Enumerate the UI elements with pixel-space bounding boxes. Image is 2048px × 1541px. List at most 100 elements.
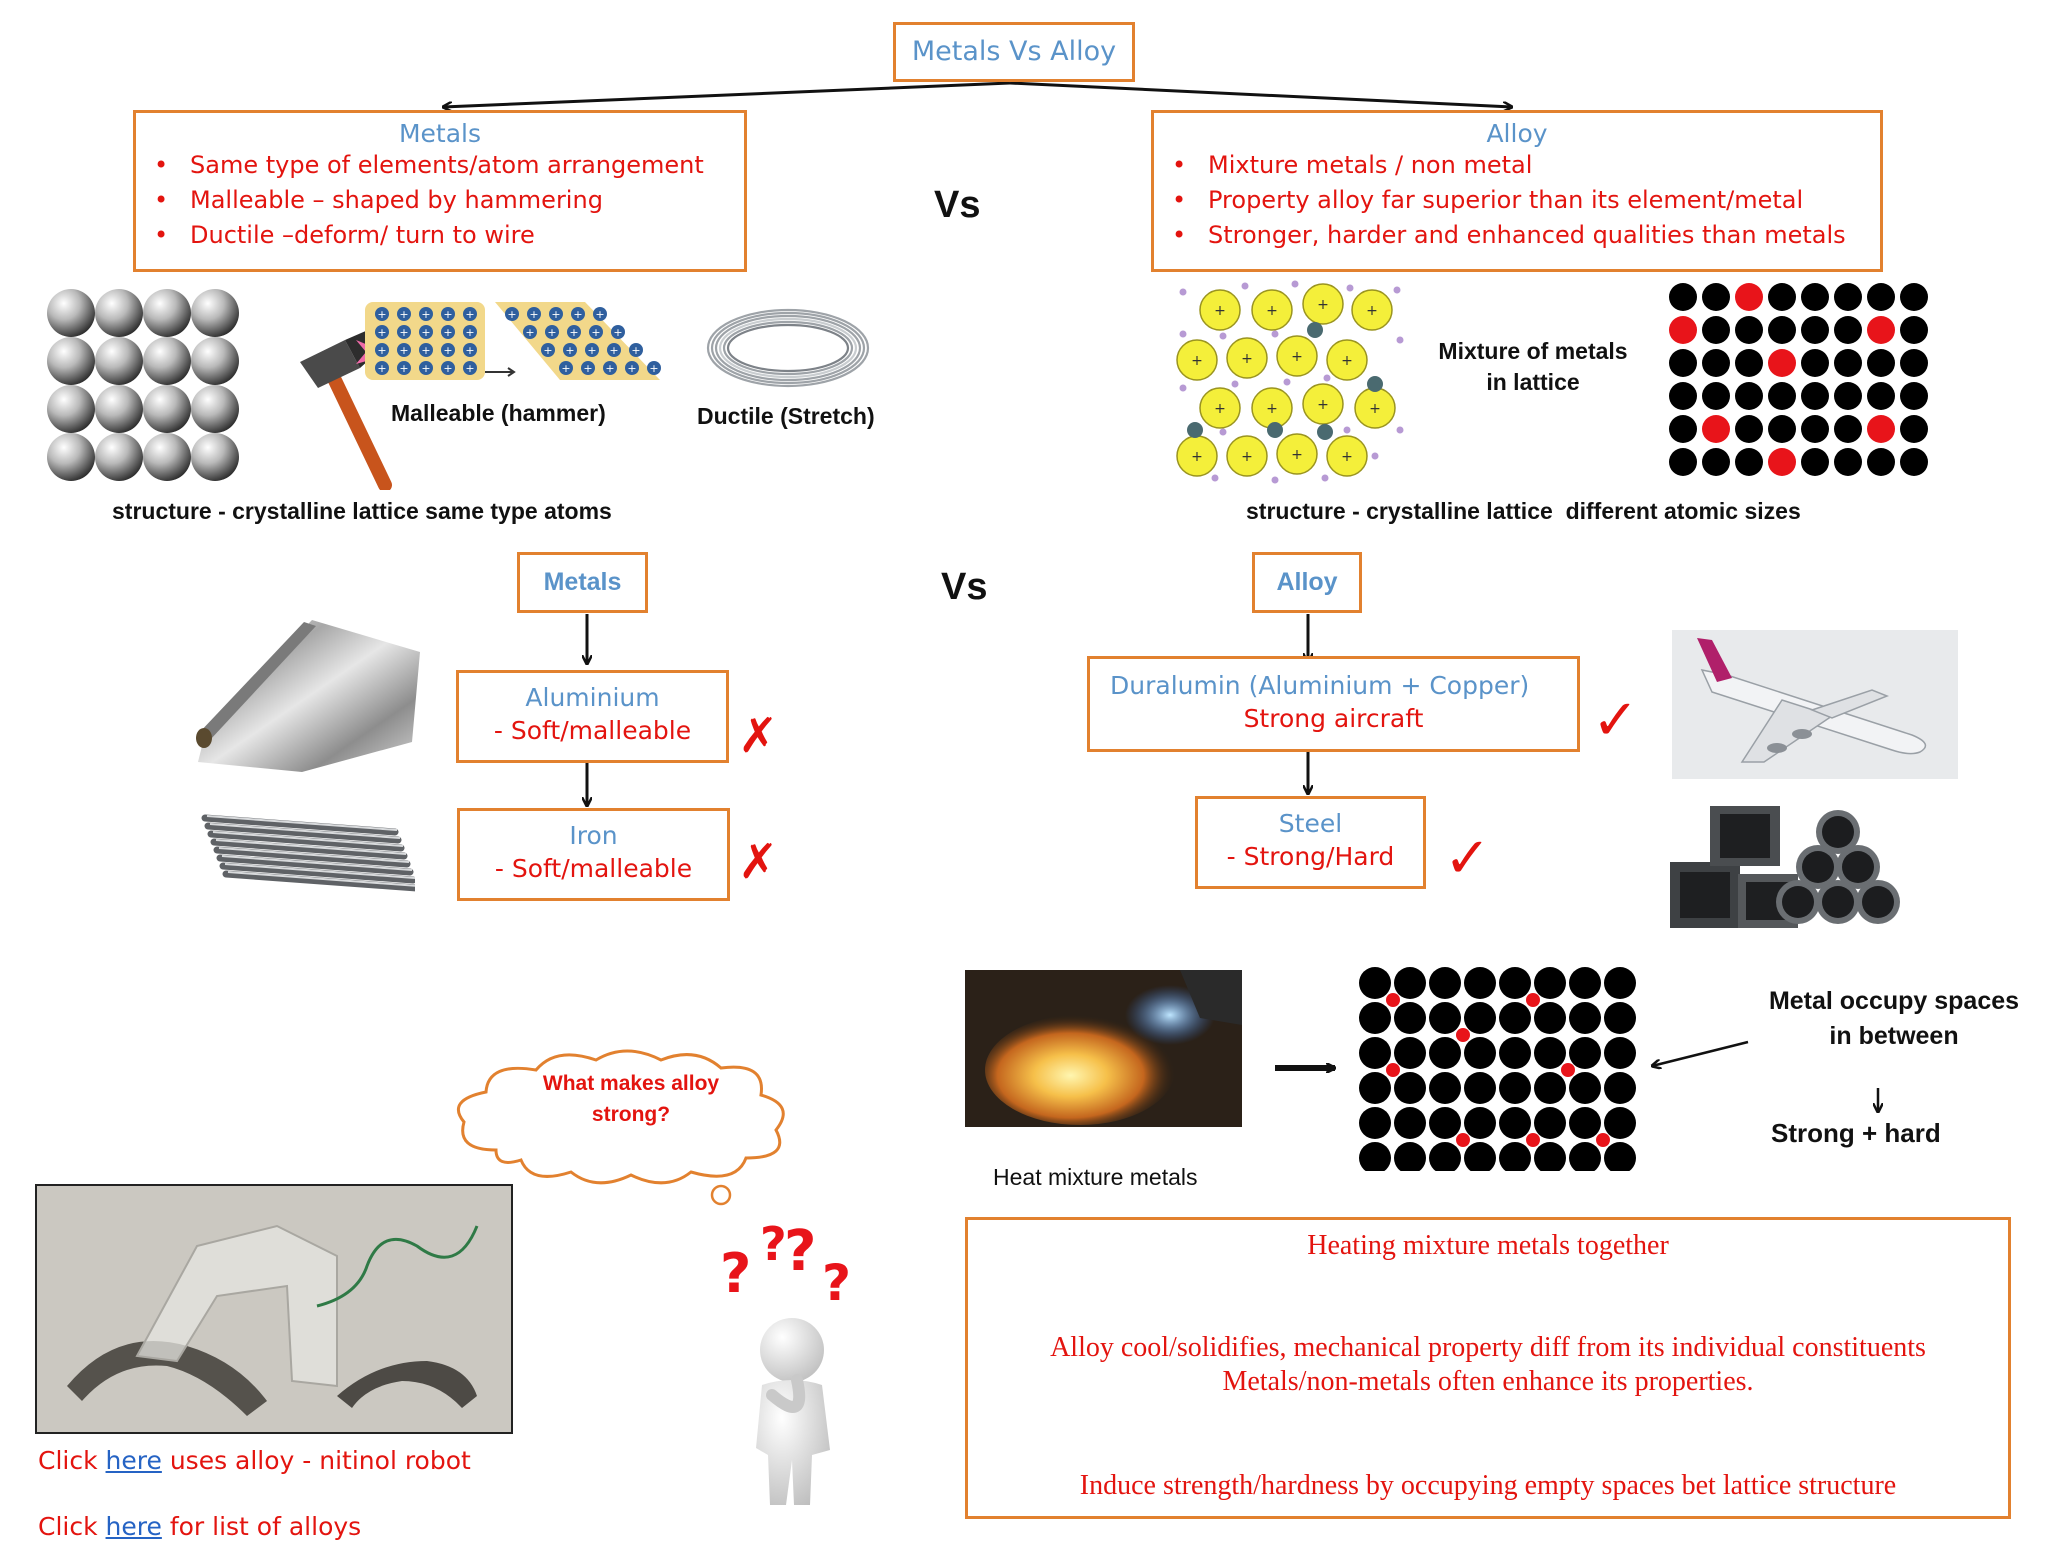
metal-black-atom bbox=[1394, 1142, 1426, 1171]
alloy-atom-plus-sign: + bbox=[1366, 303, 1378, 319]
ion-dot bbox=[505, 307, 519, 321]
iron-rod bbox=[204, 822, 402, 844]
aluminium-name: Aluminium bbox=[525, 683, 660, 712]
ion-dot bbox=[625, 361, 639, 375]
robot-icon bbox=[37, 1186, 511, 1432]
ion-dot bbox=[397, 325, 411, 339]
metal-black-atom bbox=[1604, 1107, 1636, 1139]
alloy-atom bbox=[1302, 283, 1344, 325]
metal-black-atom bbox=[1702, 349, 1730, 377]
ion-dot bbox=[375, 343, 389, 357]
link-suffix: uses alloy - nitinol robot bbox=[161, 1446, 471, 1475]
alloy-atom bbox=[1199, 289, 1241, 331]
metal-black-atom bbox=[1429, 1002, 1461, 1034]
alloy-electron bbox=[1219, 332, 1227, 340]
alloy-electron bbox=[1219, 428, 1227, 436]
nitinol-robot-link[interactable]: here bbox=[105, 1446, 162, 1475]
metal-black-atom bbox=[1499, 1142, 1531, 1171]
ion-dot bbox=[463, 361, 477, 375]
duralumin-box: Duralumin (Aluminium + Copper) Strong ai… bbox=[1087, 656, 1580, 752]
strong-hard-label: Strong + hard bbox=[1771, 1118, 1941, 1148]
thinking-person-icon: ? ? ? ? bbox=[720, 1220, 851, 1505]
metal-black-atom bbox=[1499, 967, 1531, 999]
metal-atom-sphere bbox=[47, 337, 95, 385]
metal-atom-sphere bbox=[143, 385, 191, 433]
alloy-bullet: Stronger, harder and enhanced qualities … bbox=[1154, 218, 1880, 253]
ion-plus-sign: + bbox=[377, 344, 386, 357]
alloy-small-atom bbox=[1317, 424, 1333, 440]
process-step2-line2: Metals/non-metals often enhance its prop… bbox=[1222, 1366, 1754, 1397]
metal-atom-sphere bbox=[95, 433, 143, 481]
check-mark-icon: ✓ bbox=[1444, 826, 1491, 891]
ion-plus-sign: + bbox=[583, 362, 592, 375]
metal-black-atom bbox=[1900, 382, 1928, 410]
round-pipe-hollow bbox=[1822, 816, 1854, 848]
metal-black-atom bbox=[1900, 448, 1928, 476]
aluminium-box: Aluminium - Soft/malleable bbox=[456, 670, 729, 763]
alloy-electron bbox=[1211, 474, 1219, 482]
alloy-atom-lattice: ++++++++++++++++ bbox=[1176, 280, 1404, 484]
aluminium-foil-image bbox=[196, 620, 420, 772]
metal-black-atom bbox=[1834, 316, 1862, 344]
metal-black-atom bbox=[1569, 1037, 1601, 1069]
metal-black-atom bbox=[1429, 967, 1461, 999]
metal-black-atom bbox=[1359, 1002, 1391, 1034]
ion-plus-sign: + bbox=[529, 308, 538, 321]
metal-black-atom bbox=[1429, 1107, 1461, 1139]
heat-caption: Heat mixture metals bbox=[993, 1164, 1198, 1190]
ion-dot bbox=[545, 325, 559, 339]
alloy-atom-plus-sign: + bbox=[1191, 353, 1203, 369]
alloy-small-atom bbox=[1307, 322, 1323, 338]
ion-plus-sign: + bbox=[421, 308, 430, 321]
alloy-atom bbox=[1302, 383, 1344, 425]
metal-black-atom bbox=[1801, 349, 1829, 377]
alloy-list-link[interactable]: here bbox=[105, 1512, 162, 1541]
iron-rod bbox=[207, 830, 405, 852]
metals-heading: Metals bbox=[398, 119, 482, 148]
metal-black-atom bbox=[1900, 349, 1928, 377]
iron-name: Iron bbox=[569, 821, 618, 850]
iron-rod bbox=[216, 854, 414, 876]
ion-plus-sign: + bbox=[443, 326, 452, 339]
iron-rod-highlight bbox=[206, 815, 398, 831]
alloy-atom-plus-sign: + bbox=[1317, 397, 1329, 413]
ion-plus-sign: + bbox=[443, 344, 452, 357]
ion-plus-sign: + bbox=[591, 326, 600, 339]
metal-black-atom bbox=[1867, 349, 1895, 377]
vs-label-middle: Vs bbox=[941, 566, 988, 608]
alloy-atom-plus-sign: + bbox=[1241, 449, 1253, 465]
ion-dot bbox=[463, 343, 477, 357]
metal-black-atom bbox=[1569, 1002, 1601, 1034]
page-title: Metals Vs Alloy bbox=[911, 36, 1117, 67]
metal-black-atom bbox=[1499, 1072, 1531, 1104]
alloy-electron bbox=[1241, 282, 1249, 290]
ion-dot bbox=[593, 307, 607, 321]
iron-rod-highlight bbox=[215, 839, 407, 855]
ion-plus-sign: + bbox=[543, 344, 552, 357]
alloy-atom bbox=[1326, 435, 1368, 477]
metals-bullet: Ductile –deform/ turn to wire bbox=[136, 218, 744, 253]
ion-plus-sign: + bbox=[649, 362, 658, 375]
alloy-dot-grid bbox=[1669, 283, 1928, 476]
metal-black-atom bbox=[1702, 448, 1730, 476]
ion-plus-sign: + bbox=[595, 308, 604, 321]
aluminium-property: - Soft/malleable bbox=[493, 716, 692, 745]
interstitial-red-atom bbox=[1526, 1133, 1540, 1147]
ion-dot bbox=[541, 343, 555, 357]
metal-black-atom bbox=[1604, 1072, 1636, 1104]
metal-black-atom bbox=[1834, 349, 1862, 377]
iron-rod-highlight bbox=[212, 831, 404, 847]
metal-black-atom bbox=[1394, 1072, 1426, 1104]
ion-plus-sign: + bbox=[507, 308, 516, 321]
alloy-small-atom bbox=[1367, 376, 1383, 392]
ion-plus-sign: + bbox=[421, 362, 430, 375]
metal-black-atom bbox=[1801, 448, 1829, 476]
metal-black-atom bbox=[1669, 382, 1697, 410]
link-suffix: for list of alloys bbox=[161, 1512, 362, 1541]
metal-black-atom bbox=[1604, 1142, 1636, 1171]
metal-black-atom bbox=[1735, 382, 1763, 410]
ion-dot bbox=[523, 325, 537, 339]
nitinol-robot-photo bbox=[35, 1184, 513, 1434]
ion-plus-sign: + bbox=[631, 344, 640, 357]
iron-rod-highlight bbox=[224, 863, 415, 879]
